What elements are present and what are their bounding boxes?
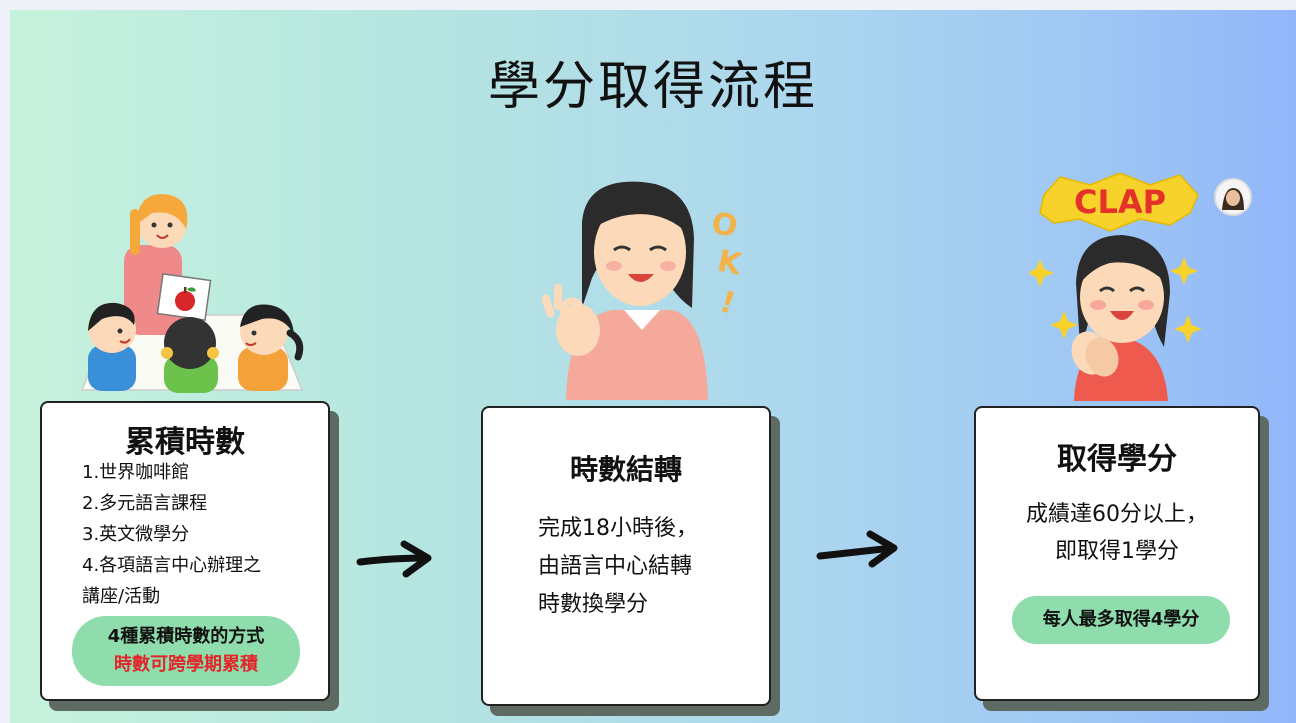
description-line: 完成18小時後， [538,516,698,541]
svg-text:O: O [708,206,740,246]
step-title: 取得學分 [1057,442,1177,477]
avatar [1214,178,1252,216]
svg-text:!: ! [716,284,740,322]
list-item: 4.各項語言中心辦理之 [82,555,262,576]
clap-text: CLAP [1074,183,1166,221]
step-card-accumulate-hours: 累積時數 1.世界咖啡館 2.多元語言課程 3.英文微學分 4.各項語言中心辦理… [40,401,330,701]
svg-text:K: K [714,244,742,283]
arrow-right-icon [356,540,432,578]
note-line: 4種累積時數的方式 [107,626,265,647]
description-line: 時數換學分 [538,592,649,617]
note-line-highlight: 時數可跨學期累積 [114,654,258,675]
clap-girl-illustration: CLAP [1030,173,1202,401]
list-item: 2.多元語言課程 [82,493,208,514]
description-line: 成績達60分以上， [1026,502,1208,527]
description-line: 由語言中心結轉 [538,554,693,579]
note-pill: 4種累積時數的方式 時數可跨學期累積 [72,616,300,686]
hours-source-list: 1.世界咖啡館 2.多元語言課程 3.英文微學分 4.各項語言中心辦理之 講座/… [82,457,261,612]
step-card-earn-credit: 取得學分 成績達60分以上， 即取得1學分 每人最多取得4學分 [974,406,1260,701]
note-pill: 每人最多取得4學分 [1012,596,1230,644]
flow-canvas: 學分取得流程 [10,10,1296,723]
step-card-convert-hours: 時數結轉 完成18小時後， 由語言中心結轉 時數換學分 [481,406,771,706]
list-item: 1.世界咖啡館 [82,462,190,483]
ok-woman-illustration: O K ! [542,181,742,400]
list-item: 講座/活動 [82,586,161,607]
step-title: 累積時數 [125,425,245,460]
arrow-right-icon [816,530,898,568]
step-description: 完成18小時後， 由語言中心結轉 時數換學分 [538,510,698,624]
page-title: 學分取得流程 [487,57,818,117]
step-title: 時數結轉 [569,453,682,486]
step-description: 成績達60分以上， 即取得1學分 [976,496,1258,570]
teacher-children-illustration [80,194,304,393]
list-item: 3.英文微學分 [82,524,190,545]
description-line: 即取得1學分 [1055,539,1179,564]
